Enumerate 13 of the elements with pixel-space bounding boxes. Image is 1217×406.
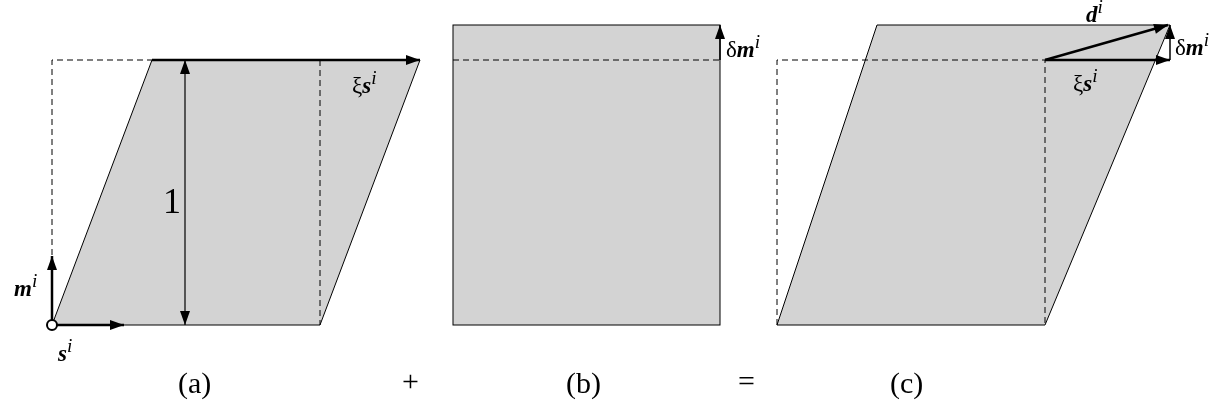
vector-label: d$^{i}$ bbox=[1086, 0, 1103, 26]
panel-caption: (c) bbox=[890, 368, 924, 398]
panel-caption: (a) bbox=[178, 368, 212, 398]
vector-label: ξs$^{i}$ bbox=[1073, 66, 1098, 95]
operator-sign: + bbox=[402, 366, 419, 396]
vector-label: s$^{i}$ bbox=[58, 336, 73, 365]
panel-caption: (b) bbox=[566, 368, 601, 398]
dimension-label: 1 bbox=[163, 183, 181, 219]
vector-label: δm$^{i}$ bbox=[726, 32, 761, 61]
vector-label: δm$^{i}$ bbox=[1175, 30, 1210, 59]
vector-label: m$^{i}$ bbox=[14, 271, 38, 300]
vector-label: ξs$^{i}$ bbox=[352, 68, 377, 97]
operator-sign: = bbox=[738, 366, 755, 396]
